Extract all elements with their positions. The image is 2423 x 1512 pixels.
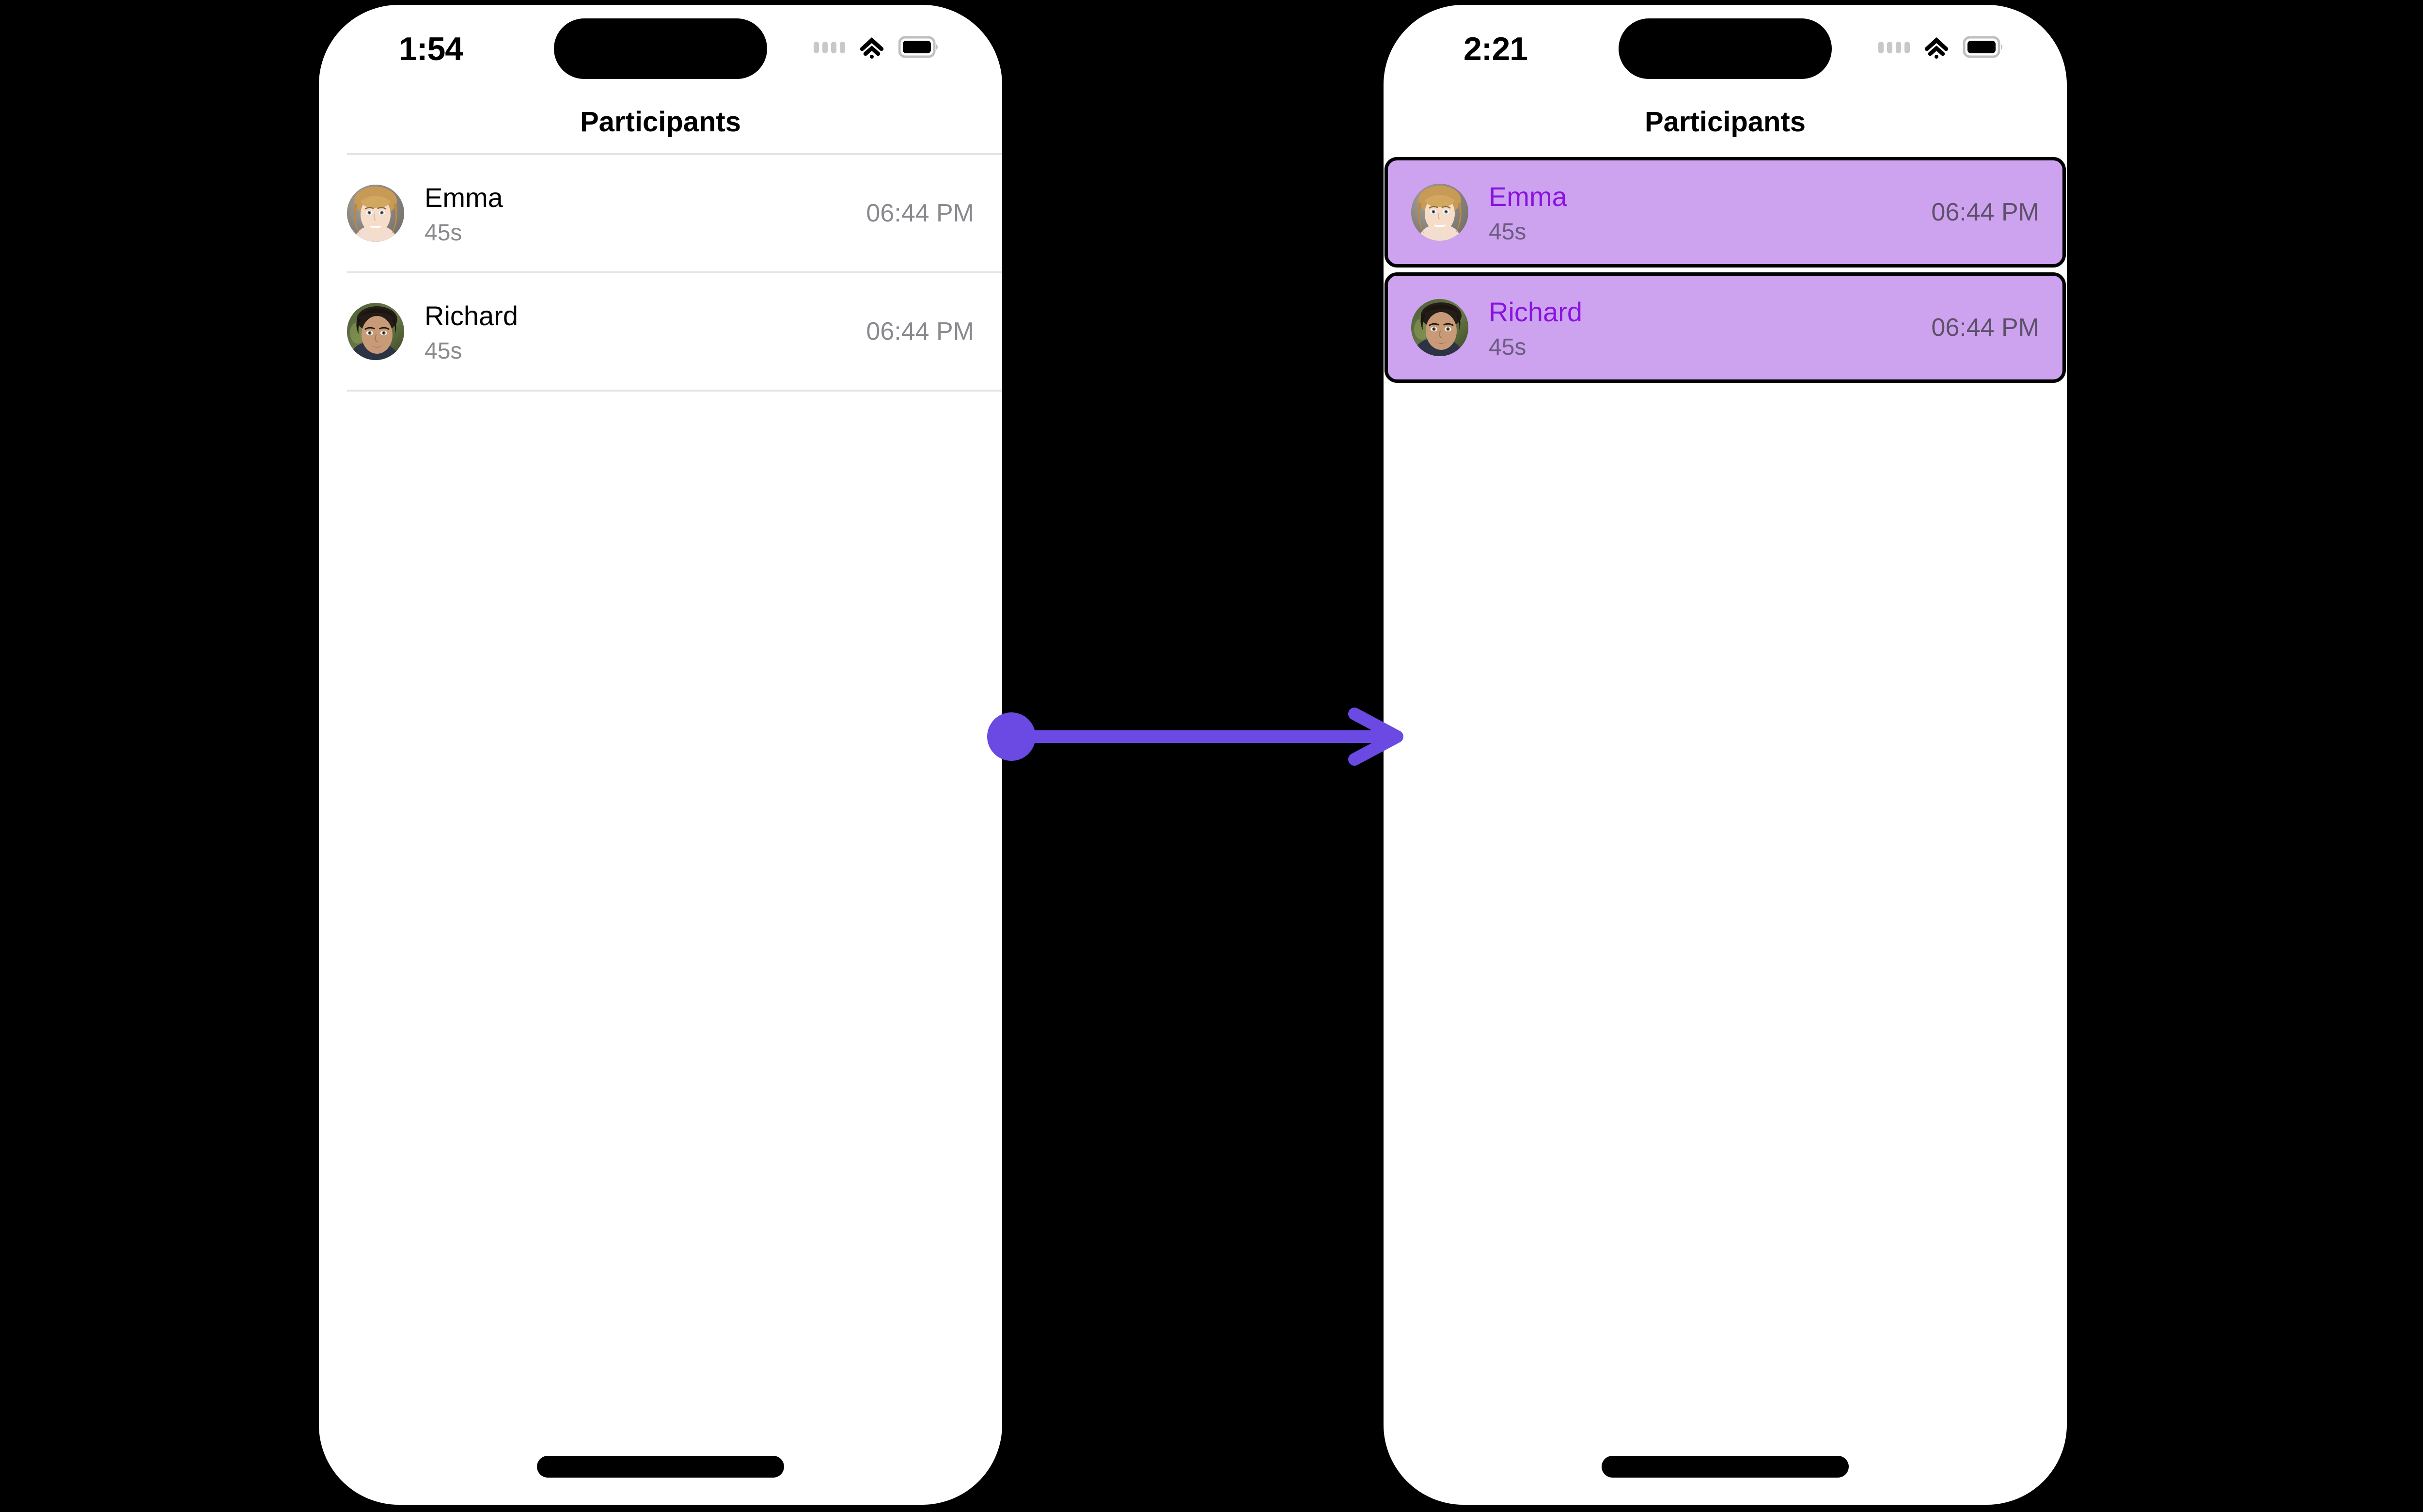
participant-time: 06:44 PM xyxy=(866,317,974,346)
status-indicators xyxy=(814,30,939,64)
emma-avatar xyxy=(347,185,404,242)
participant-duration: 45s xyxy=(425,338,462,364)
home-indicator[interactable] xyxy=(1602,1456,1849,1478)
battery-full-icon xyxy=(898,36,939,58)
phone-before: 1:54 xyxy=(319,5,1002,1505)
page-title: Participants xyxy=(1645,106,1806,138)
participant-duration: 45s xyxy=(425,220,462,246)
participants-list-after: Emma 45s 06:44 PM xyxy=(1384,153,2067,383)
home-indicator[interactable] xyxy=(537,1456,784,1478)
signal-dots-icon xyxy=(1878,41,1910,53)
participant-name: Emma xyxy=(1489,181,1567,212)
table-row[interactable]: Emma 45s 06:44 PM xyxy=(319,155,1002,271)
status-indicators xyxy=(1878,30,2004,64)
richard-avatar xyxy=(347,303,404,360)
participant-time: 06:44 PM xyxy=(866,199,974,227)
participant-time: 06:44 PM xyxy=(1931,198,2039,226)
signal-dots-icon xyxy=(814,41,845,53)
dynamic-island xyxy=(1619,18,1832,79)
participant-time: 06:44 PM xyxy=(1931,314,2039,342)
participant-duration: 45s xyxy=(1489,334,1526,360)
wifi-icon xyxy=(1920,35,1952,59)
status-bar-after: 2:21 xyxy=(1384,5,2067,92)
dynamic-island xyxy=(554,18,767,79)
participant-name: Richard xyxy=(1489,297,1582,327)
row-separator xyxy=(347,271,1002,273)
table-row-highlighted[interactable]: Emma 45s 06:44 PM xyxy=(1385,157,2066,268)
row-separator xyxy=(347,390,1002,392)
page-title: Participants xyxy=(580,106,741,138)
row-text: Emma 45s xyxy=(425,182,866,246)
wifi-icon xyxy=(856,35,888,59)
nav-bar-before: Participants xyxy=(319,92,1002,153)
participant-name: Richard xyxy=(425,300,518,331)
battery-full-icon xyxy=(1963,36,2004,58)
table-row-highlighted[interactable]: Richard 45s 06:44 PM xyxy=(1385,272,2066,383)
status-bar-before: 1:54 xyxy=(319,5,1002,92)
row-text: Emma 45s xyxy=(1489,181,1931,245)
phone-after: 2:21 xyxy=(1384,5,2067,1505)
arrow-right-icon xyxy=(986,705,1413,768)
table-row[interactable]: Richard 45s 06:44 PM xyxy=(319,273,1002,390)
row-text: Richard 45s xyxy=(425,300,866,364)
row-text: Richard 45s xyxy=(1489,297,1931,360)
nav-bar-after: Participants xyxy=(1384,92,2067,153)
participant-duration: 45s xyxy=(1489,219,1526,245)
status-time: 2:21 xyxy=(1463,31,1528,67)
participant-name: Emma xyxy=(425,182,503,213)
richard-avatar xyxy=(1411,299,1468,356)
list-divider-top xyxy=(347,153,1002,155)
status-time: 1:54 xyxy=(399,31,463,67)
emma-avatar xyxy=(1411,184,1468,241)
participants-list-before: Emma 45s 06:44 PM xyxy=(319,155,1002,392)
